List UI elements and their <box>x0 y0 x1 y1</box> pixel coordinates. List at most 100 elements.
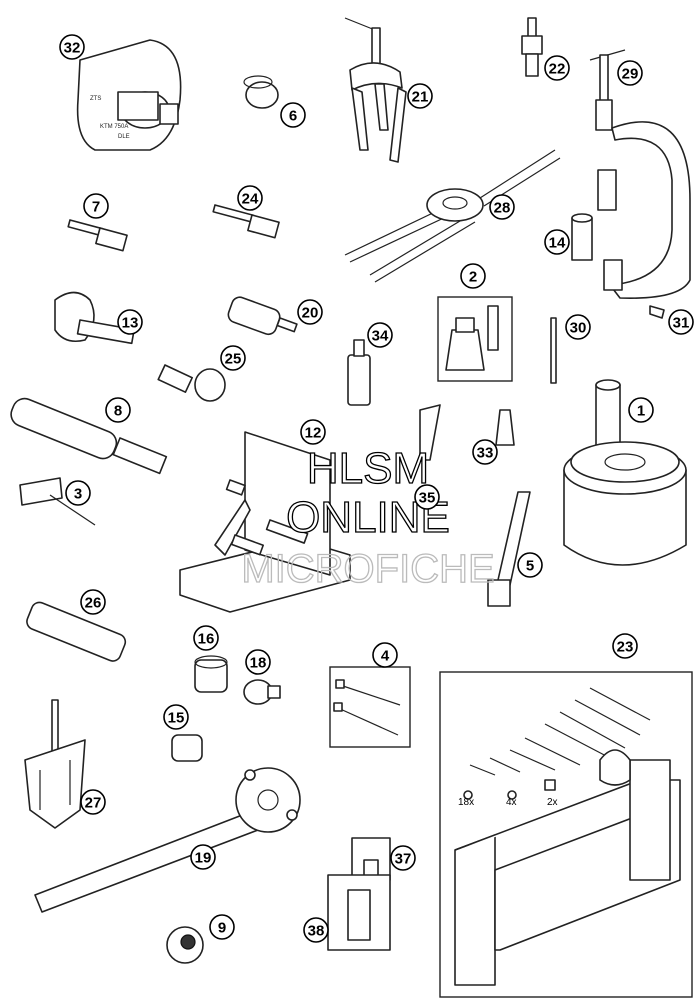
watermark-line-3: MICROFICHE <box>241 547 494 591</box>
callout-circle <box>117 309 143 335</box>
callout-38: 38 <box>303 917 329 943</box>
part-20-sleeve <box>227 296 298 336</box>
callout-number: 31 <box>673 315 690 332</box>
callout-37: 37 <box>390 845 416 871</box>
callout-21: 21 <box>407 83 433 109</box>
callout-8: 8 <box>105 397 131 423</box>
callout-31: 31 <box>668 309 694 335</box>
callout-26: 26 <box>80 589 106 615</box>
callout-number: 8 <box>114 403 122 420</box>
callout-number: 3 <box>74 486 82 503</box>
part-32-plate: KTM 750A DLE ZTS <box>76 39 182 151</box>
part-9-disc <box>166 926 204 964</box>
part-24-bolt <box>212 204 280 239</box>
callout-circle <box>297 299 323 325</box>
callout-number: 12 <box>305 425 322 442</box>
callout-circle <box>65 480 91 506</box>
callout-circle <box>544 55 570 81</box>
part-7-bolt <box>67 219 128 252</box>
callout-circle <box>300 419 326 445</box>
callout-35: 35 <box>414 484 440 510</box>
callout-number: 29 <box>622 66 639 83</box>
callout-3: 3 <box>65 480 91 506</box>
part-5-lever <box>487 491 531 607</box>
callout-number: 13 <box>122 315 139 332</box>
callout-number: 16 <box>198 631 215 648</box>
callout-number: 22 <box>549 61 566 78</box>
callout-number: 28 <box>494 200 511 217</box>
callout-32: 32 <box>59 34 85 60</box>
callout-circle <box>617 60 643 86</box>
callout-number: 9 <box>218 920 226 937</box>
kit-qty-2: 4x <box>506 797 517 808</box>
callout-number: 32 <box>64 40 81 57</box>
callout-number: 33 <box>477 445 494 462</box>
callout-circle <box>245 649 271 675</box>
part-15-ring <box>171 734 203 762</box>
callout-19: 19 <box>190 844 216 870</box>
part-33-insert <box>495 409 515 446</box>
part-14-cup <box>571 213 593 261</box>
plate-label-b: DLE <box>118 134 130 140</box>
callout-20: 20 <box>297 299 323 325</box>
callout-9: 9 <box>209 914 235 940</box>
part-4-kit <box>329 666 411 748</box>
callout-circle <box>80 789 106 815</box>
part-22-tool <box>521 17 543 77</box>
callout-circle <box>372 642 398 668</box>
part-13-knob <box>54 291 135 345</box>
callout-number: 38 <box>308 923 325 940</box>
callout-circle <box>193 625 219 651</box>
callout-circle <box>209 914 235 940</box>
callout-number: 6 <box>289 108 297 125</box>
callout-number: 18 <box>250 655 267 672</box>
part-23-kit: 18x 4x 2x <box>439 671 693 998</box>
part-19-wrench <box>34 767 301 913</box>
part-2-kit <box>437 296 513 382</box>
callout-number: 30 <box>570 320 587 337</box>
part-25-adapter <box>157 364 226 402</box>
callout-6: 6 <box>280 102 306 128</box>
part-26-socket <box>26 601 127 662</box>
part-35-tool <box>419 404 441 461</box>
callout-30: 30 <box>565 314 591 340</box>
callout-number: 25 <box>225 351 242 368</box>
callout-circle <box>59 34 85 60</box>
part-18-bolt <box>243 679 281 705</box>
part-21-puller <box>344 17 407 163</box>
kit-qty-1: 18x <box>458 797 474 808</box>
callout-25: 25 <box>220 345 246 371</box>
callout-circle <box>414 484 440 510</box>
callout-33: 33 <box>472 439 498 465</box>
callout-number: 15 <box>168 710 185 727</box>
callout-22: 22 <box>544 55 570 81</box>
callout-number: 26 <box>85 595 102 612</box>
callout-number: 20 <box>302 305 319 322</box>
callout-number: 4 <box>381 648 390 665</box>
callout-number: 1 <box>637 403 645 420</box>
callout-circle <box>105 397 131 423</box>
callout-13: 13 <box>117 309 143 335</box>
callout-circle <box>190 844 216 870</box>
callout-number: 19 <box>195 850 212 867</box>
callout-circle <box>220 345 246 371</box>
callout-34: 34 <box>367 322 393 348</box>
part-28-puller <box>344 149 561 283</box>
part-12-fixture <box>179 431 351 613</box>
part-1-press <box>563 379 687 566</box>
callout-circle <box>390 845 416 871</box>
callout-14: 14 <box>544 229 570 255</box>
part-34-bottle <box>347 339 371 406</box>
callout-7: 7 <box>83 193 109 219</box>
callout-circle <box>668 309 694 335</box>
part-27-puller <box>24 699 86 829</box>
callout-circle <box>163 704 189 730</box>
callout-number: 23 <box>617 639 634 656</box>
callout-16: 16 <box>193 625 219 651</box>
kit-qty-3: 2x <box>547 797 558 808</box>
callout-circle <box>237 185 263 211</box>
callout-circle <box>83 193 109 219</box>
callout-number: 35 <box>419 490 436 507</box>
